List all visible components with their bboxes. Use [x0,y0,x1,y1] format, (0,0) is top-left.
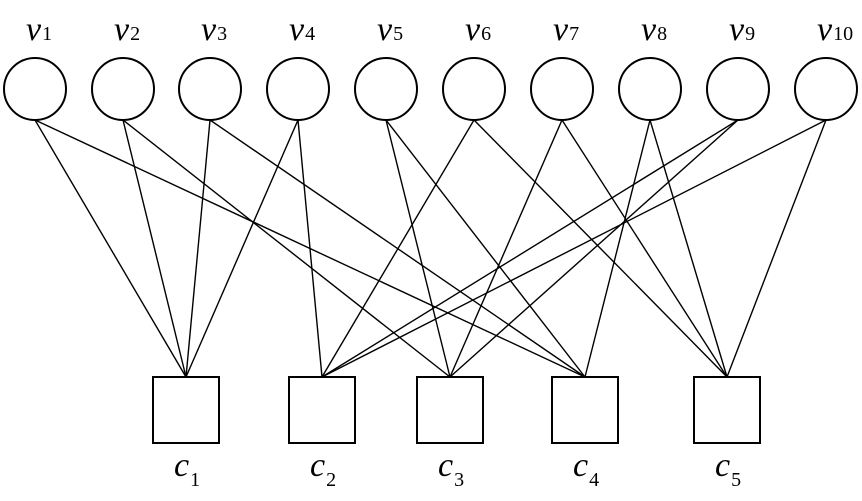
variable-node-v10 [794,57,858,121]
edge-v10-c2 [321,119,827,378]
edge-v2-c3 [122,119,451,378]
variable-label-v5: v5 [377,11,403,48]
variable-label-v3: v3 [201,11,227,48]
edge-v9-c2 [321,119,739,378]
check-node-c3 [416,376,484,444]
variable-label-v8: v8 [641,11,667,48]
edge-v4-c2 [297,119,323,378]
variable-node-v4 [266,57,330,121]
edges-layer [34,119,827,378]
variable-label-v2: v2 [114,11,140,48]
variable-node-v8 [618,57,682,121]
edge-v2-c1 [122,119,187,378]
check-node-c4 [551,376,619,444]
edge-v7-c5 [561,119,728,378]
edge-v9-c3 [449,119,739,378]
edge-v7-c3 [449,119,563,378]
nodes-layer [3,57,858,444]
edge-v6-c5 [473,119,728,378]
edge-v8-c4 [584,119,651,378]
variable-label-v9: v9 [729,11,755,48]
variable-node-v1 [3,57,67,121]
variable-node-v6 [442,57,506,121]
edge-v4-c1 [185,119,299,378]
variable-label-v1: v1 [26,11,52,48]
edge-v5-c3 [385,119,451,378]
edge-v3-c1 [185,119,211,378]
variable-node-v3 [178,57,242,121]
variable-label-v6: v6 [465,11,491,48]
variable-node-v5 [354,57,418,121]
variable-node-v9 [706,57,770,121]
edge-v8-c5 [649,119,728,378]
edge-v5-c4 [385,119,586,378]
check-label-c2: c2 [310,447,336,491]
check-node-c1 [152,376,220,444]
variable-label-v7: v7 [553,11,579,48]
edge-v6-c2 [321,119,475,378]
variable-label-v4: v4 [289,11,315,48]
edge-v10-c5 [726,119,827,378]
variable-node-v7 [530,57,594,121]
check-label-c4: c4 [573,447,599,491]
edge-v1-c1 [34,119,187,378]
check-node-c2 [288,376,356,444]
check-label-c5: c5 [715,447,741,491]
labels-layer: v1 v2 v3 v4 v5 v6 v7 v8 v9 v10 c1 c2 c3 c4 c5 [26,11,853,491]
variable-node-v2 [91,57,155,121]
variable-label-v10: v10 [817,11,853,48]
check-node-c5 [693,376,761,444]
check-label-c3: c3 [438,447,464,491]
check-label-c1: c1 [174,447,200,491]
